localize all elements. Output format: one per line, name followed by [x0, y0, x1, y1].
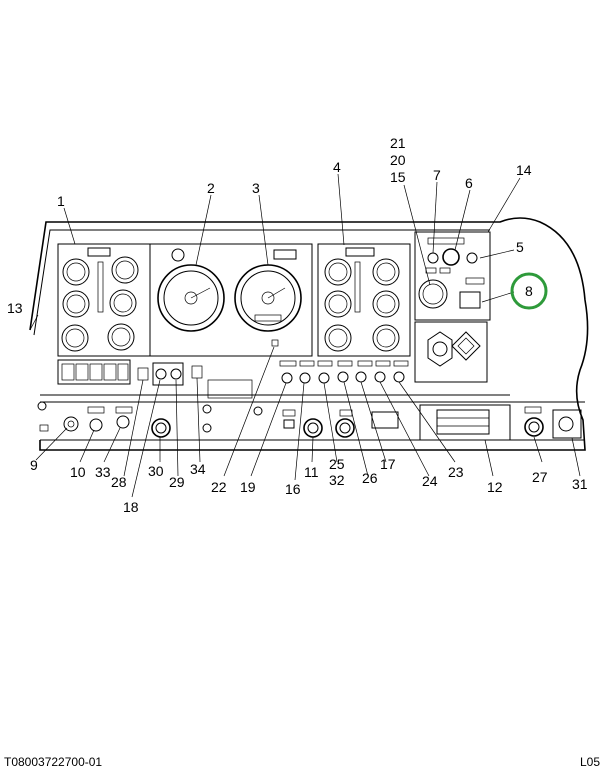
callout-14: 14: [516, 162, 532, 178]
callout-25: 25: [329, 456, 345, 472]
callout-1: 1: [57, 193, 65, 209]
callout-11: 11: [304, 464, 319, 480]
callout-17: 17: [380, 456, 396, 472]
callout-32: 32: [329, 472, 345, 488]
leader-lines: [29, 173, 581, 498]
indicator-strip: [57, 359, 149, 385]
callout-9: 9: [30, 457, 38, 473]
dash-outline: [29, 217, 589, 451]
callout-22: 22: [211, 479, 227, 495]
center-gauge-pod: [149, 243, 313, 357]
lower-controls: [37, 362, 582, 441]
callout-8: 8: [525, 283, 533, 299]
document-number: T08003722700-01: [4, 755, 103, 769]
callout-7: 7: [433, 167, 441, 183]
highlight-ring: [510, 272, 548, 310]
callout-33: 33: [95, 464, 111, 480]
upper-right-panel: [414, 231, 491, 321]
callout-27: 27: [532, 469, 548, 485]
callout-31: 31: [572, 476, 588, 492]
callout-20: 20: [390, 152, 406, 168]
callout-16: 16: [285, 481, 301, 497]
callout-13: 13: [7, 300, 23, 316]
callout-6: 6: [465, 175, 473, 191]
callout-29: 29: [169, 474, 185, 490]
callout-30: 30: [148, 463, 164, 479]
left-gauge-cluster: [57, 243, 151, 357]
callout-3: 3: [252, 180, 260, 196]
callout-10: 10: [70, 464, 86, 480]
callout-2: 2: [207, 180, 215, 196]
callout-4: 4: [333, 159, 341, 175]
callout-5: 5: [516, 239, 524, 255]
right-gauge-cluster: [317, 243, 411, 357]
switch-row: [279, 360, 409, 384]
callout-21: 21: [390, 135, 406, 151]
callout-23: 23: [448, 464, 464, 480]
page-code: L05: [579, 755, 600, 769]
callout-24: 24: [422, 473, 438, 489]
callout-12: 12: [487, 479, 503, 495]
callout-28: 28: [111, 474, 127, 490]
callout-34: 34: [190, 461, 206, 477]
climate-control-panel: [414, 321, 488, 383]
callout-15: 15: [390, 169, 406, 185]
callout-26: 26: [362, 470, 378, 486]
callout-18: 18: [123, 499, 139, 515]
callout-labels: 1 2 3 4 5 6 7 8 9 10 11 12 13 14 15 16 1…: [7, 135, 588, 515]
callout-19: 19: [240, 479, 256, 495]
